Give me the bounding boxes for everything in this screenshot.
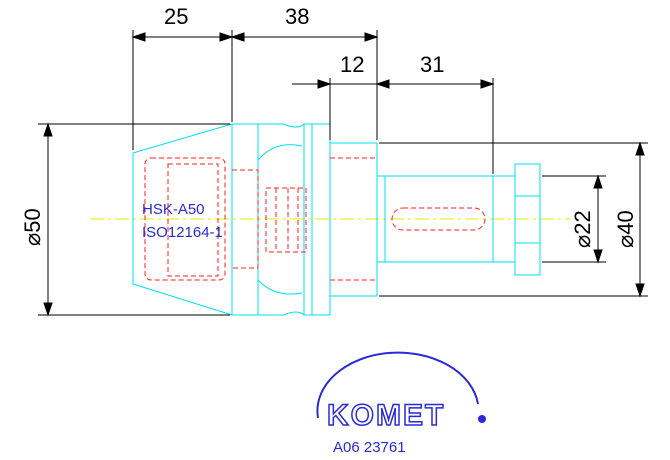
registered-mark-icon (478, 415, 486, 423)
komet-logo: KOMET (316, 351, 486, 433)
dim-dia-shank: ⌀40 (613, 210, 638, 248)
dim-dia-flange: ⌀50 (20, 208, 45, 246)
part-number: A06 23761 (333, 439, 406, 456)
dim-length-c: 12 (340, 52, 364, 77)
dim-length-d: 31 (420, 52, 444, 77)
dim-length-b: 38 (285, 4, 309, 29)
part-outline (132, 123, 541, 316)
logo-arc (316, 351, 479, 419)
hidden-lines (144, 157, 486, 281)
dim-length-a: 25 (164, 4, 188, 29)
dimension-lines (38, 30, 648, 317)
standard-line-1: HSK-A50 (142, 201, 205, 218)
dim-dia-tip: ⌀22 (570, 210, 595, 248)
logo-brand-text: KOMET (327, 399, 445, 432)
standard-line-2: ISO12164-1 (142, 224, 223, 241)
